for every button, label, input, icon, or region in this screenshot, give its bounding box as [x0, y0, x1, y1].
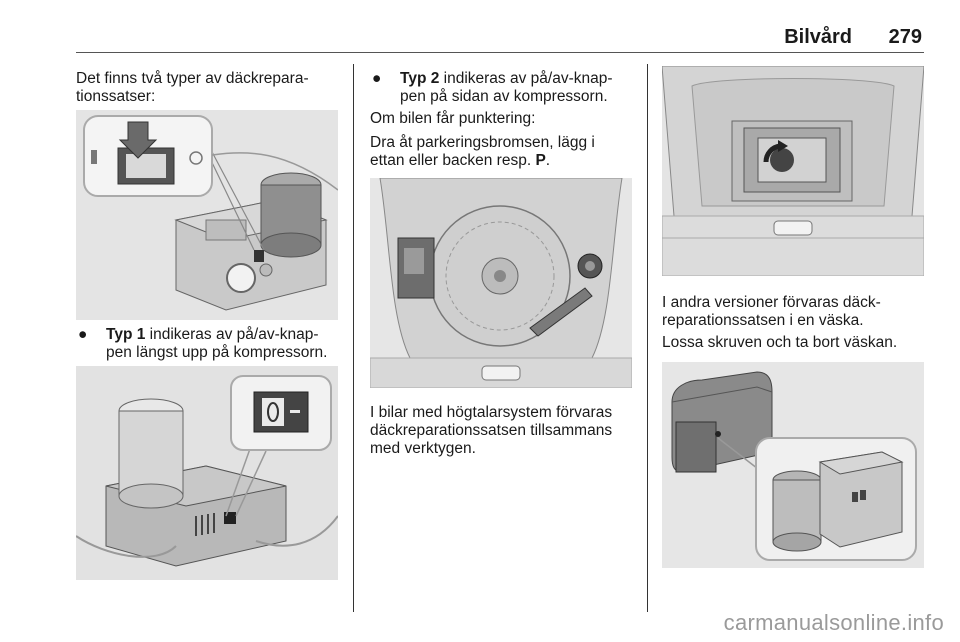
compressor-type1-illustration [76, 110, 338, 320]
intro-line-2: tionssatser: [76, 88, 156, 105]
typ1-line-1: indikeras av på/av-knap- [145, 326, 319, 343]
bullet-icon: ● [78, 326, 88, 343]
bag-line-1: I andra versioner förvaras däck- [662, 294, 881, 311]
trunk-floor-compartment-illustration [662, 66, 924, 276]
intro-line-1: Det finns två typer av däckrepara- [76, 70, 309, 87]
bag-line-2: reparationssatsen i en väska. [662, 312, 864, 329]
bullet-typ1: ● Typ 1 indikeras av på/av-knap- pen län… [76, 326, 348, 362]
speaker-line-2: däckreparationssatsen tillsammans [370, 422, 613, 439]
figure-trunk-floor-compartment [662, 66, 924, 276]
brake-line-2: ettan eller backen resp. [370, 152, 536, 169]
puncture-paragraph: Om bilen får punktering: [370, 110, 536, 127]
column-divider-2 [647, 64, 648, 612]
brake-line-1: Dra åt parkeringsbromsen, lägg i [370, 134, 595, 151]
column-divider-1 [353, 64, 354, 612]
bullet-typ2: ● Typ 2 indikeras av på/av-knap- pen på … [370, 70, 642, 106]
unscrew-paragraph: Lossa skruven och ta bort väskan. [662, 334, 898, 351]
bullet-icon: ● [372, 70, 382, 87]
figure-trunk-spare-well [370, 178, 632, 388]
brake-line-end: . [545, 152, 551, 169]
trunk-spare-well-illustration [370, 178, 632, 388]
speaker-line-3: med verktygen. [370, 440, 476, 457]
figure-compressor-type2 [76, 366, 338, 580]
compressor-type2-illustration [76, 366, 338, 580]
speaker-line-1: I bilar med högtalarsystem förvaras [370, 404, 613, 421]
bag-paragraph: I andra versioner förvaras däck- reparat… [662, 294, 924, 330]
brake-paragraph: Dra åt parkeringsbromsen, lägg i ettan e… [370, 134, 642, 170]
gear-p-label: P [535, 152, 546, 169]
page-number: 279 [888, 26, 922, 48]
section-title: Bilvård [784, 26, 852, 48]
speaker-paragraph: I bilar med högtalarsystem förvaras däck… [370, 404, 642, 458]
typ1-label: Typ 1 [106, 326, 146, 343]
watermark-text: carmanualsonline.info [723, 610, 944, 635]
repair-kit-bag-illustration [662, 362, 924, 568]
typ2-label: Typ 2 [400, 70, 440, 87]
typ2-line-2: pen på sidan av kompressorn. [400, 88, 608, 105]
figure-repair-kit-bag [662, 362, 924, 568]
typ1-line-2: pen längst upp på kompressorn. [106, 344, 328, 361]
header-divider [76, 52, 924, 53]
intro-paragraph: Det finns två typer av däckrepara- tions… [76, 70, 346, 106]
typ2-line-1: indikeras av på/av-knap- [439, 70, 613, 87]
figure-compressor-type1 [76, 110, 338, 320]
